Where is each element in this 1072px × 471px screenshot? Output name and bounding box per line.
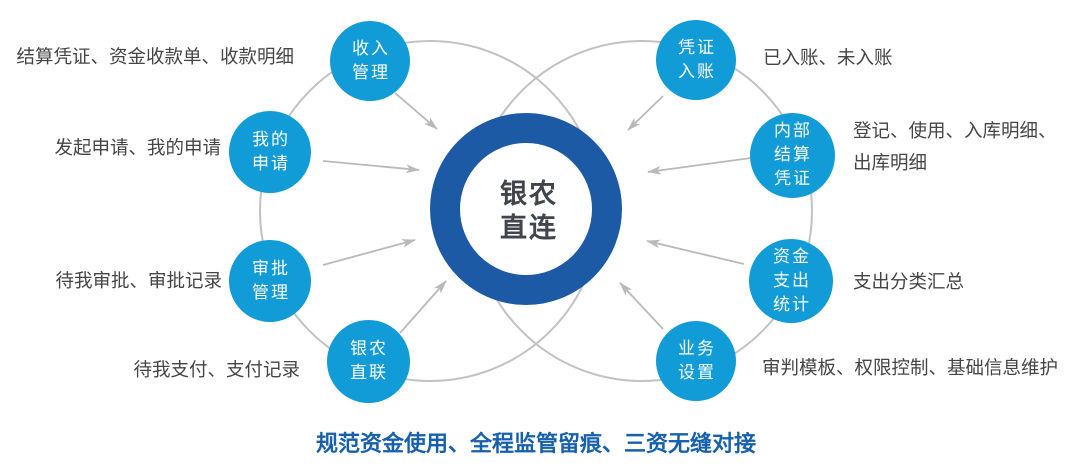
node-bank-agri-link: 银农 直联 — [326, 319, 410, 403]
arrow-approval-management — [322, 239, 416, 266]
node-internal-settlement-voucher: 内部 结算 凭证 — [749, 112, 835, 198]
caption-bank-agri-link: 待我支付、支付记录 — [133, 359, 300, 380]
node-fund-expense-statistics: 资金 支出 统计 — [749, 239, 833, 323]
caption-my-application: 发起申请、我的申请 — [54, 137, 221, 158]
node-approval-management: 审批 管理 — [229, 240, 311, 322]
caption-business-settings: 审判模板、权限控制、基础信息维护 — [762, 357, 1059, 378]
center-title-line2: 直连 — [500, 213, 558, 243]
arrow-income-management — [394, 92, 438, 130]
tagline: 规范资金使用、全程监管留痕、三资无缝对接 — [315, 431, 756, 456]
arrow-internal-settlement-voucher — [647, 157, 752, 175]
center-title-line1: 银农 — [500, 179, 558, 209]
caption-internal-settlement-voucher: 登记、使用、入库明细、出库明细 — [853, 120, 1057, 173]
center-ring — [430, 113, 622, 305]
node-business-settings: 业务 设置 — [656, 321, 736, 401]
arrow-my-application — [322, 160, 420, 174]
flow-arrows — [322, 92, 752, 334]
caption-voucher-entry: 已入账、未入账 — [763, 47, 893, 68]
node-my-application: 我的 申请 — [229, 111, 311, 193]
node-voucher-entry: 凭证 入账 — [656, 20, 736, 100]
center-title: 银农 直连 — [498, 177, 558, 245]
caption-approval-management: 待我审批、审批记录 — [55, 270, 222, 291]
caption-fund-expense-statistics: 支出分类汇总 — [853, 271, 965, 292]
node-income-management: 收入 管理 — [330, 21, 410, 101]
arrow-bank-agri-link — [399, 280, 447, 334]
arrow-voucher-entry — [627, 95, 664, 131]
arrow-business-settings — [619, 282, 664, 330]
arrow-fund-expense-statistics — [646, 239, 745, 265]
caption-income-management: 结算凭证、资金收款单、收款明细 — [16, 46, 294, 67]
